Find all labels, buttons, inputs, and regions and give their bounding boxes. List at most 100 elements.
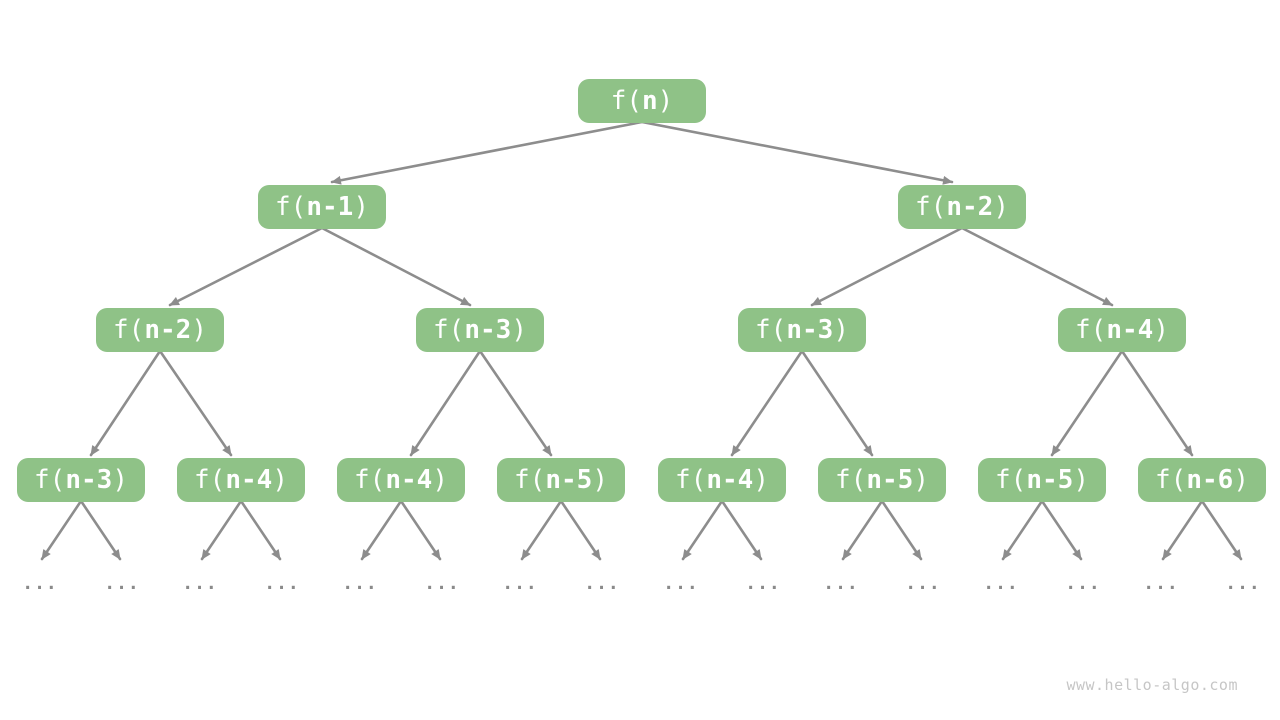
ellipsis-leaf-label: ... <box>983 573 1019 594</box>
ellipsis-leaf-label: ... <box>502 573 538 594</box>
node-label-prefix: f( <box>835 465 867 495</box>
ellipsis-leaf-label: ... <box>823 573 859 594</box>
node-label-argument: n-6 <box>1186 465 1234 495</box>
tree-node-f-n-4: f(n-4) <box>337 458 465 502</box>
node-label-argument: n-5 <box>545 465 593 495</box>
ellipsis-leaf-label: ... <box>1143 573 1179 594</box>
tree-node-f-n-5: f(n-5) <box>978 458 1106 502</box>
node-label-argument: n <box>642 86 658 116</box>
ellipsis-leaf-label: ... <box>104 573 140 594</box>
node-label-prefix: f( <box>275 192 307 222</box>
node-label-argument: n-4 <box>706 465 754 495</box>
node-label-argument: n-2 <box>946 192 994 222</box>
node-label-suffix: ) <box>353 192 369 222</box>
node-label-argument: n-1 <box>306 192 354 222</box>
tree-edge-arrow <box>880 499 923 561</box>
ellipsis-leaf-label: ... <box>1065 573 1101 594</box>
tree-edge-arrow <box>520 499 563 561</box>
node-label-prefix: f( <box>915 192 947 222</box>
watermark-text: www.hello-algo.com <box>1066 676 1238 694</box>
tree-node-f-n-4: f(n-4) <box>658 458 786 502</box>
tree-edge-arrow <box>559 499 602 561</box>
node-label-suffix: ) <box>1233 465 1249 495</box>
node-label-prefix: f( <box>113 315 145 345</box>
tree-edge-arrow <box>40 499 83 561</box>
node-label-prefix: f( <box>675 465 707 495</box>
node-label-suffix: ) <box>833 315 849 345</box>
node-label-suffix: ) <box>432 465 448 495</box>
node-label-prefix: f( <box>1155 465 1187 495</box>
node-label-argument: n-4 <box>225 465 273 495</box>
tree-edge-arrow <box>1200 499 1243 561</box>
ellipsis-leaf-label: ... <box>342 573 378 594</box>
node-label-suffix: ) <box>191 315 207 345</box>
tree-node-f-n-6: f(n-6) <box>1138 458 1266 502</box>
tree-edge-arrow <box>841 499 884 561</box>
node-label-prefix: f( <box>34 465 66 495</box>
node-label-argument: n-3 <box>786 315 834 345</box>
tree-node-f-n-5: f(n-5) <box>818 458 946 502</box>
tree-edge-arrow <box>399 499 442 561</box>
tree-node-f-n: f(n) <box>578 79 706 123</box>
tree-edge-arrow <box>330 120 644 185</box>
tree-edge-arrow <box>1001 499 1044 561</box>
tree-node-f-n-4: f(n-4) <box>1058 308 1186 352</box>
node-label-prefix: f( <box>194 465 226 495</box>
node-label-suffix: ) <box>993 192 1009 222</box>
ellipsis-leaf-label: ... <box>663 573 699 594</box>
node-label-argument: n-5 <box>866 465 914 495</box>
tree-edge-arrow <box>320 226 472 307</box>
tree-edge-arrow <box>1120 349 1194 457</box>
node-label-prefix: f( <box>1075 315 1107 345</box>
tree-node-f-n-3: f(n-3) <box>738 308 866 352</box>
ellipsis-leaf-label: ... <box>22 573 58 594</box>
node-label-suffix: ) <box>511 315 527 345</box>
tree-node-f-n-4: f(n-4) <box>177 458 305 502</box>
tree-edge-arrow <box>810 226 964 307</box>
node-label-suffix: ) <box>272 465 288 495</box>
tree-edge-arrow <box>1050 349 1124 457</box>
tree-edge-arrow <box>478 349 553 457</box>
tree-node-f-n-2: f(n-2) <box>96 308 224 352</box>
node-label-argument: n-4 <box>385 465 433 495</box>
tree-edge-arrow <box>79 499 122 561</box>
node-label-argument: n-2 <box>144 315 192 345</box>
tree-edge-arrow <box>409 349 482 457</box>
node-label-suffix: ) <box>1153 315 1169 345</box>
tree-edge-arrow <box>158 349 233 457</box>
tree-edge-arrow <box>239 499 282 561</box>
node-label-suffix: ) <box>112 465 128 495</box>
node-label-suffix: ) <box>657 86 674 116</box>
node-label-argument: n-3 <box>464 315 512 345</box>
ellipsis-leaf-label: ... <box>584 573 620 594</box>
ellipsis-leaf-label: ... <box>424 573 460 594</box>
ellipsis-leaf-label: ... <box>264 573 300 594</box>
node-label-argument: n-3 <box>65 465 113 495</box>
tree-edge-arrow <box>640 120 954 185</box>
node-label-prefix: f( <box>514 465 546 495</box>
tree-edge-arrow <box>89 349 162 457</box>
node-label-prefix: f( <box>354 465 386 495</box>
tree-edge-arrow <box>200 499 243 561</box>
tree-edge-arrow <box>730 349 804 457</box>
tree-node-f-n-3: f(n-3) <box>416 308 544 352</box>
tree-edge-arrow <box>1040 499 1083 561</box>
node-label-suffix: ) <box>753 465 769 495</box>
tree-edge-arrow <box>360 499 403 561</box>
ellipsis-leaf-label: ... <box>182 573 218 594</box>
node-label-suffix: ) <box>1073 465 1089 495</box>
node-label-suffix: ) <box>592 465 608 495</box>
tree-edge-arrow <box>720 499 763 561</box>
tree-edge-arrow <box>1161 499 1204 561</box>
tree-node-f-n-5: f(n-5) <box>497 458 625 502</box>
node-label-prefix: f( <box>755 315 787 345</box>
tree-node-f-n-1: f(n-1) <box>258 185 386 229</box>
tree-edge-arrow <box>168 226 324 307</box>
tree-edge-arrow <box>960 226 1114 307</box>
ellipsis-leaf-label: ... <box>745 573 781 594</box>
tree-edge-arrow <box>681 499 724 561</box>
node-label-prefix: f( <box>995 465 1027 495</box>
ellipsis-leaf-label: ... <box>905 573 941 594</box>
